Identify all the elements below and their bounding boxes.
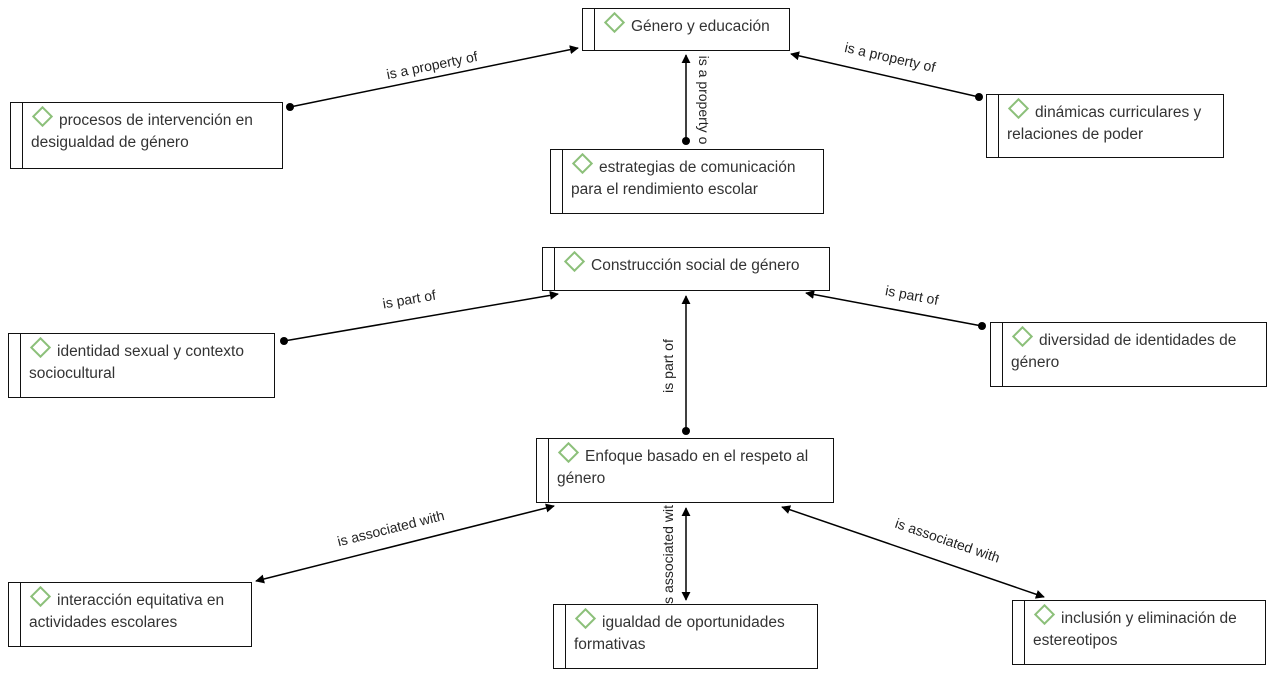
edge-enfoque-inclusion: is associated with: [781, 505, 1045, 599]
node-label: dinámicas curriculares y relaciones de p…: [1007, 104, 1202, 143]
node-bar: [987, 95, 999, 157]
edge-label: is associated with: [893, 515, 1002, 566]
edge-label: is a property o: [696, 56, 712, 145]
concept-diamond-icon: [563, 250, 586, 273]
edge-identidad-to-construccion: is part of: [280, 287, 559, 345]
concept-diamond-icon: [31, 105, 54, 128]
node-identidad[interactable]: identidad sexual y contexto sociocultura…: [8, 333, 275, 398]
edge-label: is part of: [660, 339, 676, 393]
edge-label: is a property of: [385, 48, 479, 82]
concept-diamond-icon: [557, 441, 580, 464]
concept-diamond-icon: [1033, 603, 1056, 626]
edge-enfoque-interaccion: is associated with: [255, 503, 555, 584]
concept-diamond-icon: [1007, 97, 1030, 120]
node-label: inclusión y eliminación de estereotipos: [1033, 610, 1237, 649]
node-label: igualdad de oportunidades formativas: [574, 614, 785, 653]
edge-diversidad-to-construccion: is part of: [805, 282, 986, 330]
node-inclusion[interactable]: inclusión y eliminación de estereotipos: [1012, 600, 1266, 665]
edge-dinamicas-to-genero: is a property of: [790, 39, 983, 101]
edge-enfoque-igualdad: is associated wit: [660, 505, 691, 607]
edge-label: is part of: [381, 287, 437, 312]
node-label: Construcción social de género: [591, 257, 800, 274]
node-bar: [551, 150, 563, 213]
concept-diamond-icon: [29, 336, 52, 359]
node-label: Enfoque basado en el respeto al género: [557, 448, 809, 487]
concept-diamond-icon: [29, 585, 52, 608]
node-bar: [543, 248, 555, 290]
node-interaccion[interactable]: interacción equitativa en actividades es…: [8, 582, 252, 647]
node-diversidad[interactable]: diversidad de identidades de género: [990, 322, 1267, 387]
edge-label: is part of: [884, 282, 940, 308]
concept-diamond-icon: [574, 607, 597, 630]
node-label: identidad sexual y contexto sociocultura…: [29, 343, 244, 382]
edge-estrategias-to-genero: is a property o: [681, 54, 712, 145]
node-bar: [11, 103, 23, 168]
edge-enfoque-to-construccion: is part of: [660, 295, 691, 435]
node-dinamicas[interactable]: dinámicas curriculares y relaciones de p…: [986, 94, 1224, 158]
node-label: diversidad de identidades de género: [1011, 332, 1237, 371]
node-construccion[interactable]: Construcción social de género: [542, 247, 830, 291]
node-label: Género y educación: [631, 18, 770, 35]
node-genero-educacion[interactable]: Género y educación: [582, 8, 790, 51]
node-bar: [991, 323, 1003, 386]
node-bar: [537, 439, 549, 502]
node-procesos[interactable]: procesos de intervención en desigualdad …: [10, 102, 283, 169]
node-bar: [583, 9, 595, 50]
node-bar: [554, 605, 566, 668]
concept-diamond-icon: [603, 11, 626, 34]
node-label: procesos de intervención en desigualdad …: [31, 112, 253, 151]
edge-label: is associated wit: [660, 505, 676, 607]
node-estrategias[interactable]: estrategias de comunicación para el rend…: [550, 149, 824, 214]
concept-diamond-icon: [1011, 325, 1034, 348]
edge-procesos-to-genero: is a property of: [286, 45, 579, 111]
node-bar: [1013, 601, 1025, 664]
node-label: interacción equitativa en actividades es…: [29, 592, 225, 631]
node-igualdad[interactable]: igualdad de oportunidades formativas: [553, 604, 818, 669]
node-label: estrategias de comunicación para el rend…: [571, 159, 796, 198]
edge-label: is associated with: [336, 507, 446, 549]
node-bar: [9, 334, 21, 397]
node-bar: [9, 583, 21, 646]
concept-diamond-icon: [571, 152, 594, 175]
node-enfoque[interactable]: Enfoque basado en el respeto al género: [536, 438, 834, 503]
